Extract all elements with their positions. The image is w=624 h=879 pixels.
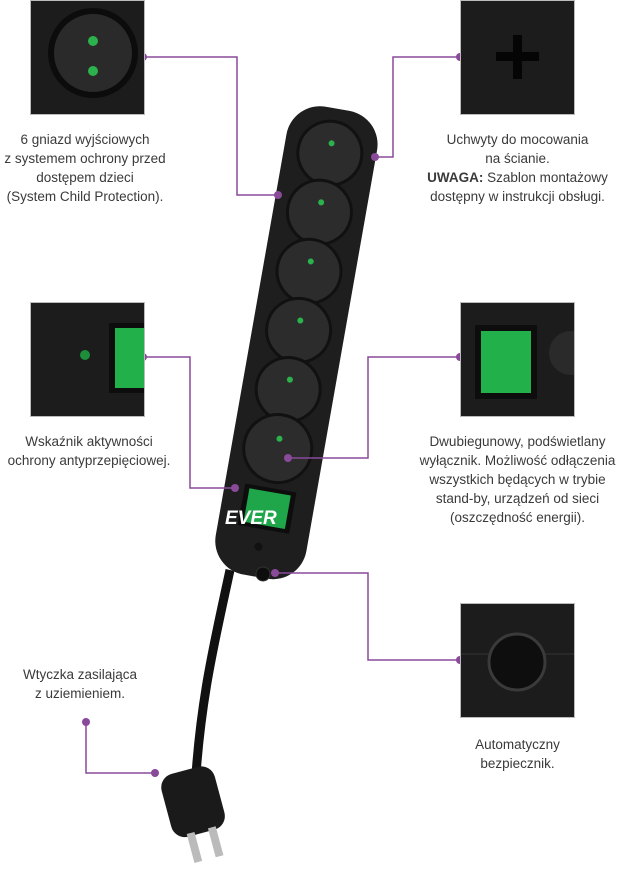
plug-icon — [161, 766, 225, 863]
caption-line: bezpiecznik. — [480, 756, 555, 771]
warning-label: UWAGA: — [427, 170, 484, 185]
mounting-caption: Uchwyty do mocowania na ścianie. UWAGA: … — [405, 130, 624, 206]
caption-line: Dwubiegunowy, podświetlany — [429, 434, 606, 449]
indicator-closeup — [30, 302, 145, 417]
mounting-closeup — [460, 0, 575, 115]
socket-group — [242, 119, 364, 485]
switch-caption: Dwubiegunowy, podświetlany wyłącznik. Mo… — [405, 432, 624, 527]
caption-line: na ścianie. — [485, 151, 550, 166]
caption-line: wszystkich będących w trybie — [429, 472, 606, 487]
caption-line: dostępem dzieci — [36, 170, 134, 185]
caption-line: 6 gniazd wyjściowych — [20, 132, 150, 147]
caption-line: Wtyczka zasilająca — [22, 667, 138, 682]
caption-line: (oszczędność energii). — [449, 510, 586, 525]
caption-line: wyłącznik. Możliwość odłączenia — [419, 453, 616, 468]
caption-line: z systemem ochrony przed — [4, 151, 166, 166]
plug-caption: Wtyczka zasilająca z uziemieniem. — [0, 665, 160, 703]
switch-closeup — [460, 302, 575, 417]
fuse-closeup — [460, 603, 575, 718]
caption-line: ochrony antyprzepięciowej. — [7, 453, 171, 468]
fuse-button — [255, 566, 271, 582]
caption-line: Szablon montażowy — [483, 170, 608, 185]
caption-line: (System Child Protection). — [6, 189, 164, 204]
fuse-caption: Automatyczny bezpiecznik. — [445, 735, 590, 773]
indicator-led — [254, 542, 263, 551]
power-strip-body — [215, 106, 378, 580]
sockets-caption: 6 gniazd wyjściowych z systemem ochrony … — [0, 130, 175, 206]
brand-logo: EVER — [225, 508, 277, 529]
caption-line: Wskaźnik aktywności — [25, 434, 153, 449]
socket-closeup — [30, 0, 145, 115]
caption-line: stand-by, urządzeń od sieci — [435, 491, 600, 506]
power-switch — [243, 488, 291, 530]
caption-line: Automatyczny — [475, 737, 560, 752]
caption-line: Uchwyty do mocowania — [446, 132, 589, 147]
caption-line: dostępny w instrukcji obsługi. — [430, 189, 605, 204]
caption-line: z uziemieniem. — [34, 686, 126, 701]
power-cable — [190, 569, 235, 791]
indicator-caption: Wskaźnik aktywności ochrony antyprzepięc… — [0, 432, 178, 470]
